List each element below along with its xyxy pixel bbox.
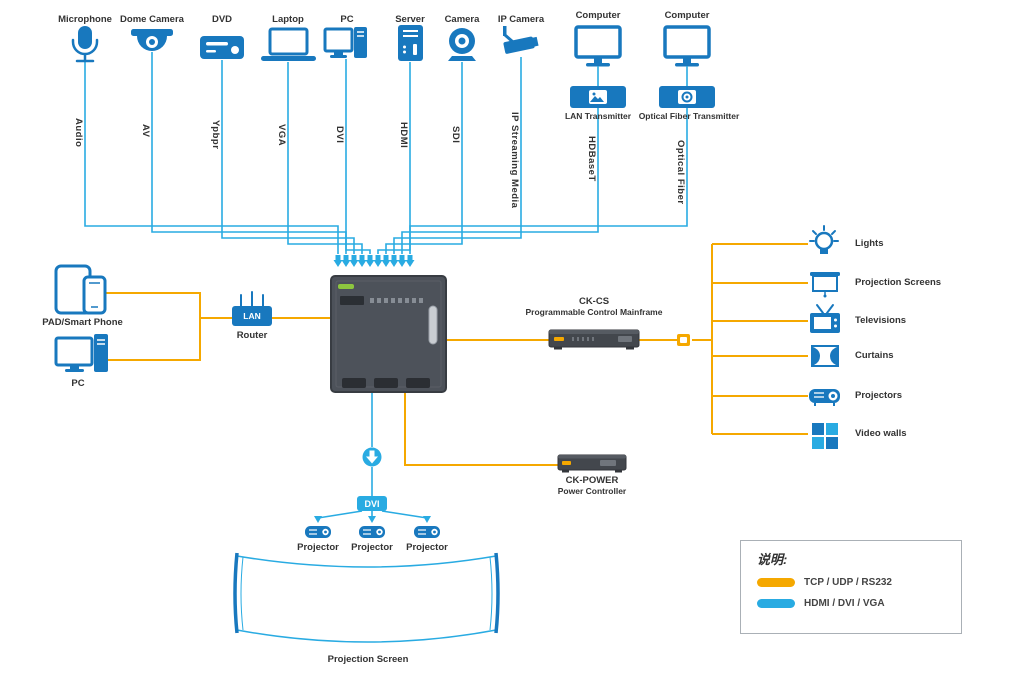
dvd-player-icon <box>200 36 244 59</box>
legend-title: 说明: <box>757 552 788 567</box>
signal-label: AV <box>140 124 151 138</box>
input-arrows-icon <box>333 255 415 267</box>
connector-icon <box>677 334 690 346</box>
ck-cs-unit-icon <box>548 329 640 350</box>
signal-lines-blue <box>84 52 688 519</box>
router-label: Router <box>236 330 268 341</box>
dvi-splitter-icon <box>357 496 387 511</box>
pc-label: PC <box>71 378 85 389</box>
legend-swatch-tcp <box>757 578 795 587</box>
signal-label: HDBaseT <box>586 136 597 182</box>
projection-screen-label: Projection Screen <box>327 654 409 665</box>
dvi-splitter-label: DVI <box>364 499 380 509</box>
signal-label: IP Streaming Media <box>509 112 520 209</box>
microphone-icon <box>71 26 99 63</box>
device-label: Server <box>395 14 425 25</box>
legend-item: HDMI / DVI / VGA <box>757 598 885 609</box>
power-controller-name: CK-POWER <box>565 475 619 486</box>
device-label: PC <box>340 14 354 25</box>
lan-badge: LAN <box>243 311 261 321</box>
television-icon <box>810 304 840 333</box>
curved-screen-icon <box>233 552 500 643</box>
output-label-projectors: Projectors <box>855 390 902 401</box>
legend-item: TCP / UDP / RS232 <box>757 577 892 588</box>
control-lines-orange <box>106 243 808 466</box>
legend-label: HDMI / DVI / VGA <box>804 598 885 609</box>
mini-projector-icon <box>305 526 331 538</box>
output-label-lights: Lights <box>855 238 884 249</box>
output-label-video-walls: Video walls <box>855 428 907 439</box>
legend-box: 说明: TCP / UDP / RS232 HDMI / DVI / VGA <box>740 540 962 634</box>
device-label: Laptop <box>272 14 304 25</box>
smartphone-icon <box>82 275 107 315</box>
power-controller-description: Power Controller <box>557 486 627 496</box>
video-wall-icon <box>812 423 838 449</box>
webcam-icon <box>448 28 476 61</box>
signal-label: VGA <box>276 124 287 147</box>
transmitter-label: Optical Fiber Transmitter <box>638 111 740 121</box>
ck-power-unit-icon <box>557 454 627 473</box>
signal-label: Audio <box>73 118 84 148</box>
mainframe-name: CK-CS <box>578 296 610 307</box>
mainframe-description: Programmable Control Mainframe <box>525 307 663 317</box>
output-label-televisions: Televisions <box>855 315 907 326</box>
transmitter-label: LAN Transmitter <box>564 111 632 121</box>
optical-fiber-transmitter-icon <box>659 86 715 108</box>
device-label: Camera <box>444 14 480 25</box>
projector-label: Projector <box>297 542 339 553</box>
signal-label: Ypbpr <box>210 120 221 150</box>
lights-icon <box>809 225 839 254</box>
mini-projector-icon <box>414 526 440 538</box>
down-arrow-circle-icon <box>362 447 382 467</box>
computer-icon <box>663 25 711 86</box>
splitter-arrowheads-icon <box>314 516 431 523</box>
device-label: DVD <box>211 14 233 25</box>
projector-label: Projector <box>351 542 393 553</box>
output-label-projection-screens: Projection Screens <box>855 277 942 288</box>
device-label: Dome Camera <box>120 14 184 25</box>
projector-label: Projector <box>406 542 448 553</box>
device-label: Computer <box>575 10 621 21</box>
projection-screen-small-icon <box>810 272 840 298</box>
computer-icon <box>574 25 622 86</box>
signal-label: HDMI <box>398 122 409 149</box>
router-icon <box>232 291 272 326</box>
curtains-icon <box>811 345 839 367</box>
signal-label: Optical Fiber <box>675 140 686 205</box>
dome-camera-icon <box>131 29 173 51</box>
signal-label: DVI <box>334 126 345 144</box>
device-label: Microphone <box>58 14 112 25</box>
output-label-curtains: Curtains <box>855 350 894 361</box>
mini-projector-icon <box>359 526 385 538</box>
pc-desktop-icon <box>54 334 108 372</box>
device-label: IP Camera <box>497 14 545 25</box>
pc-icon <box>323 27 367 58</box>
lan-transmitter-icon <box>570 86 626 108</box>
laptop-icon <box>261 27 316 61</box>
legend-label: TCP / UDP / RS232 <box>804 577 892 588</box>
legend-swatch-hdmi <box>757 599 795 608</box>
projector-icon <box>809 389 840 406</box>
pad-smartphone-label: PAD/Smart Phone <box>42 317 123 328</box>
signal-label: SDI <box>450 126 461 144</box>
ip-camera-icon <box>503 26 539 54</box>
matrix-switcher-chassis <box>330 275 447 393</box>
device-label: Computer <box>664 10 710 21</box>
server-icon <box>398 25 423 61</box>
